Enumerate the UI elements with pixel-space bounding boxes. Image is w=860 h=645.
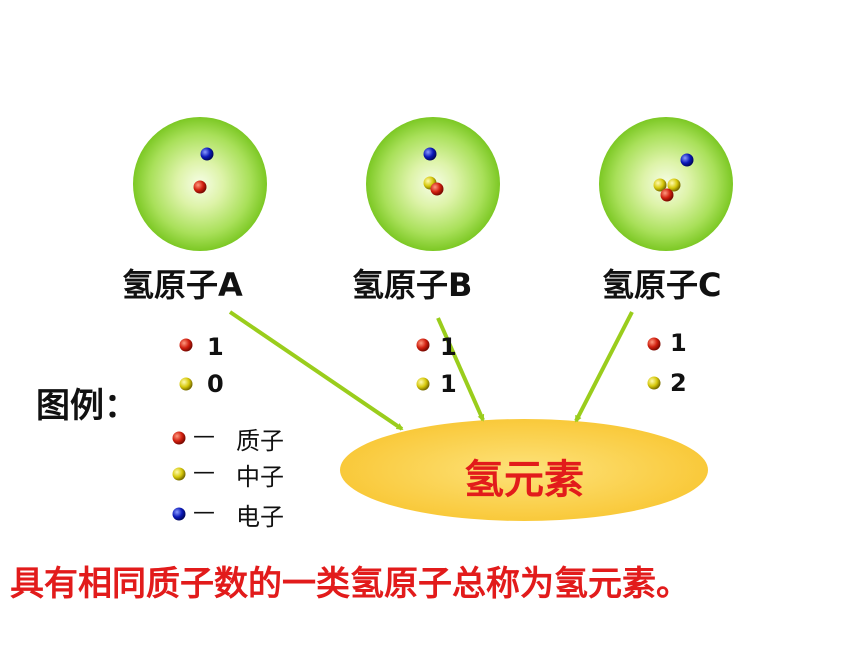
atom-c-proton-count: 1	[670, 329, 687, 357]
atom-c-proton-dot	[647, 337, 661, 351]
legend-electron-dot	[172, 507, 186, 521]
atom-b-proton	[430, 182, 444, 196]
atom-b-electron	[423, 147, 437, 161]
element-label: 氢元素	[464, 457, 584, 503]
legend-proton-dot	[172, 431, 186, 445]
atom-a-neutron-count: 0	[207, 370, 224, 398]
atom-b-neutron-dot	[416, 377, 430, 391]
atom-b-proton-dot	[416, 338, 430, 352]
atom-c-neutron-1	[653, 178, 667, 192]
atom-b	[366, 117, 500, 251]
legend-neutron-dash: —	[193, 460, 215, 485]
atom-c-neutron-2	[667, 178, 681, 192]
atom-b-neutron-count: 1	[440, 370, 457, 398]
arrow-b	[436, 317, 485, 422]
arrow-a	[228, 310, 404, 431]
legend-title: 图例：	[36, 386, 138, 426]
legend-neutron-dot	[172, 467, 186, 481]
element-ellipse	[340, 419, 708, 521]
atom-c-neutron-count: 2	[670, 369, 687, 397]
legend-electron-dash: —	[193, 500, 215, 525]
atom-c-proton	[660, 188, 674, 202]
atom-c-neutron-dot	[647, 376, 661, 390]
atom-a-proton	[193, 180, 207, 194]
atom-a-neutron-dot	[179, 377, 193, 391]
atom-b-label: 氢原子B	[352, 266, 473, 304]
atom-a	[133, 117, 267, 251]
legend-electron-label: 电子	[236, 503, 284, 531]
atom-c-electron	[680, 153, 694, 167]
atom-c-label: 氢原子C	[602, 266, 722, 304]
atom-a-proton-count: 1	[207, 333, 224, 361]
atom-a-proton-dot	[179, 338, 193, 352]
atom-b-proton-count: 1	[440, 333, 457, 361]
atom-a-label: 氢原子A	[122, 266, 243, 304]
legend-proton-label: 质子	[236, 427, 284, 455]
legend-proton-dash: —	[193, 424, 215, 449]
arrow-c	[574, 311, 634, 423]
atom-c	[599, 117, 733, 251]
summary-text: 具有相同质子数的一类氢原子总称为氢元素。	[10, 564, 690, 604]
atom-a-electron	[200, 147, 214, 161]
legend-neutron-label: 中子	[236, 463, 284, 491]
